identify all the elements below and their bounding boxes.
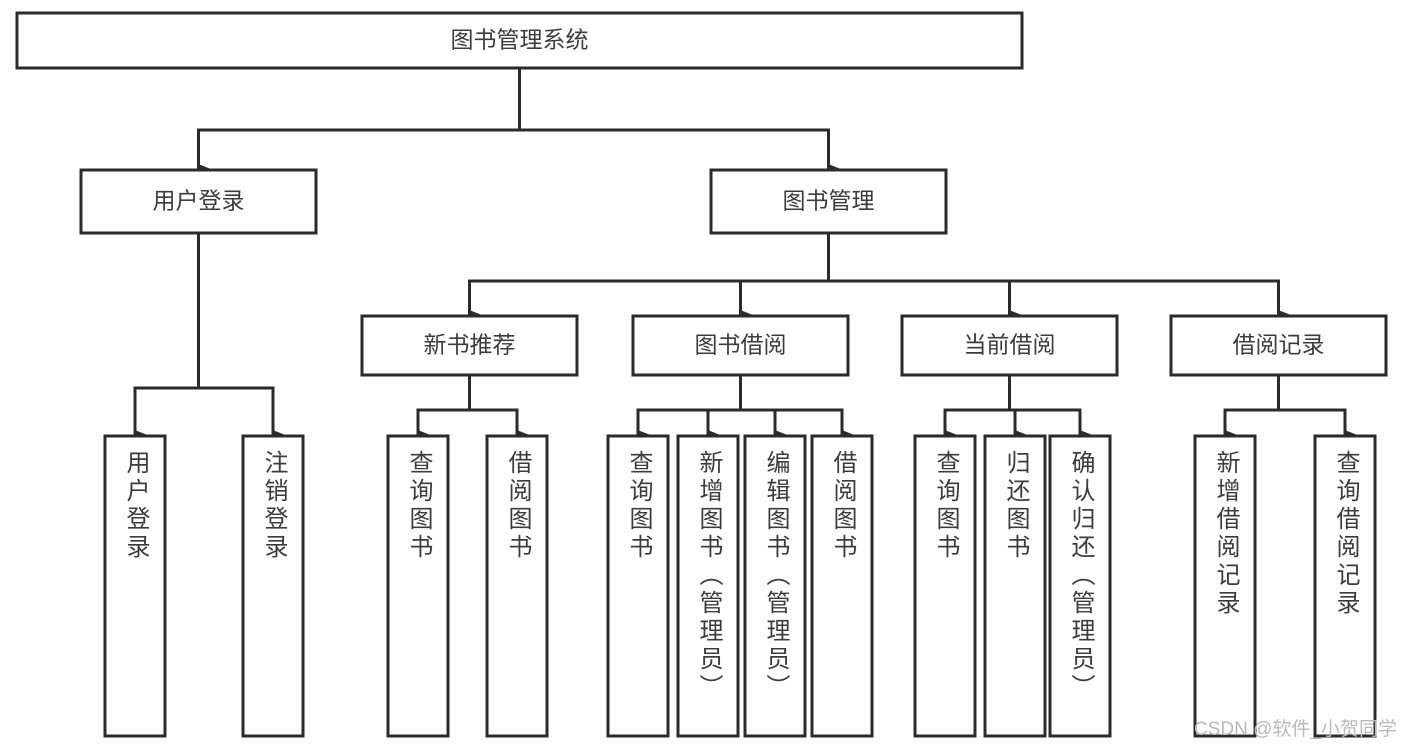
node-label-borrow-record: 借阅记录 (1233, 332, 1325, 358)
node-box-leaf-query-book-current[interactable] (913, 434, 977, 738)
node-box-root[interactable] (15, 11, 1024, 70)
node-box-leaf-query-book-borrow[interactable] (606, 434, 670, 738)
node-box-leaf-user-logout[interactable] (241, 434, 305, 738)
node-box-leaf-add-borrow-record[interactable] (1193, 434, 1257, 738)
node-box-user-login[interactable] (79, 168, 318, 235)
node-box-leaf-confirm-return-admin[interactable] (1048, 434, 1112, 738)
connector-layer (133, 66, 1358, 441)
node-box-leaf-borrow-book[interactable] (810, 434, 874, 738)
node-label-new-book-recommend: 新书推荐 (424, 332, 516, 358)
node-box-leaf-edit-book-admin[interactable] (743, 434, 807, 738)
node-label-current-borrow: 当前借阅 (964, 332, 1056, 358)
node-label-root: 图书管理系统 (451, 27, 589, 53)
node-box-book-borrow[interactable] (631, 314, 850, 377)
node-box-leaf-query-book-recommend[interactable] (386, 434, 450, 738)
node-box-borrow-record[interactable] (1169, 314, 1388, 377)
node-box-leaf-borrow-book-recommend[interactable] (485, 434, 549, 738)
node-box-book-management[interactable] (709, 168, 948, 235)
node-box-leaf-add-book-admin[interactable] (676, 434, 740, 738)
node-box-current-borrow[interactable] (900, 314, 1119, 377)
node-box-new-book-recommend[interactable] (360, 314, 579, 377)
node-box-leaf-query-borrow-record[interactable] (1313, 434, 1377, 738)
node-box-leaf-user-login[interactable] (103, 434, 167, 738)
node-label-user-login: 用户登录 (153, 188, 245, 214)
node-label-book-management: 图书管理 (783, 188, 875, 214)
node-label-book-borrow: 图书借阅 (695, 332, 787, 358)
node-box-layer (15, 11, 1388, 738)
node-box-leaf-return-book[interactable] (983, 434, 1047, 738)
